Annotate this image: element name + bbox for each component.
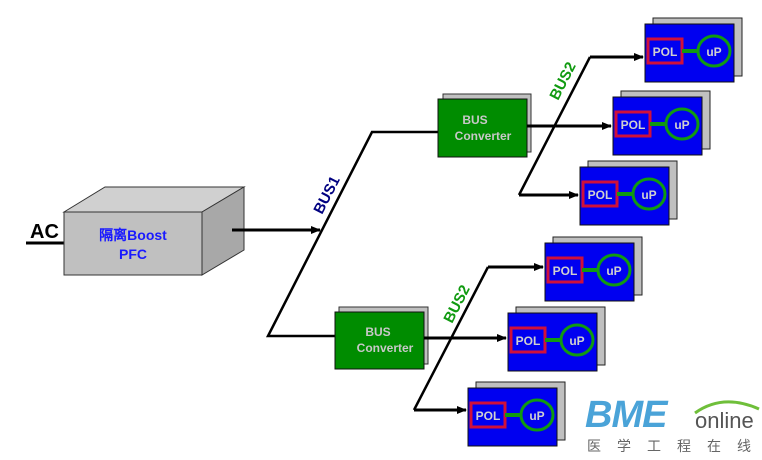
- logo-brand: BME: [585, 394, 667, 436]
- converter-top-line1: BUS: [462, 113, 487, 127]
- up-label: uP: [606, 264, 621, 278]
- up-circle: [559, 323, 595, 357]
- up-label: uP: [569, 334, 584, 348]
- up-circle: [664, 107, 700, 141]
- up-label: uP: [674, 118, 689, 132]
- up-circle: [696, 34, 732, 68]
- bme-online-logo: BME online 医学工程在线: [583, 395, 762, 457]
- pol-module: POL uP: [507, 306, 606, 372]
- pol-label: POL: [476, 409, 501, 423]
- up-circle: [631, 177, 667, 211]
- pol-label: POL: [653, 45, 678, 59]
- pol-label: POL: [553, 264, 578, 278]
- pfc-box-front: [63, 211, 203, 276]
- pol-module: POL uP: [612, 90, 711, 156]
- pfc-label-line1: 隔离Boost: [99, 227, 167, 243]
- pol-modules: POL uP POL uP POL uP POL uP POL uP POL uP: [467, 17, 743, 447]
- converter-top-line2: Converter: [455, 129, 512, 143]
- bus-converter-top: BUS Converter: [437, 93, 532, 158]
- converter-bottom-line2: Converter: [357, 341, 414, 355]
- pol-label: POL: [621, 118, 646, 132]
- pfc-label-line2: PFC: [119, 246, 147, 262]
- logo-suffix: online: [695, 408, 754, 433]
- pol-label: POL: [516, 334, 541, 348]
- converter-bottom-line1: BUS: [365, 325, 390, 339]
- logo-tagline: 医学工程在线: [587, 439, 762, 455]
- up-label: uP: [641, 188, 656, 202]
- pol-module: POL uP: [579, 160, 678, 226]
- up-circle: [596, 253, 632, 287]
- logo-arc-icon: [694, 400, 760, 415]
- pol-module: POL uP: [467, 381, 566, 447]
- up-label: uP: [529, 409, 544, 423]
- pol-module: POL uP: [544, 236, 643, 302]
- ac-label: AC: [30, 221, 59, 243]
- bus1-line: [265, 130, 438, 338]
- pol-module: POL uP: [644, 17, 743, 83]
- pfc-box: 隔离Boost PFC: [62, 186, 246, 276]
- pol-label: POL: [588, 188, 613, 202]
- bus-converter-bottom: BUS Converter: [334, 306, 429, 370]
- bus2-top-label: BUS2: [546, 59, 579, 102]
- up-circle: [519, 398, 555, 432]
- up-label: uP: [706, 45, 721, 59]
